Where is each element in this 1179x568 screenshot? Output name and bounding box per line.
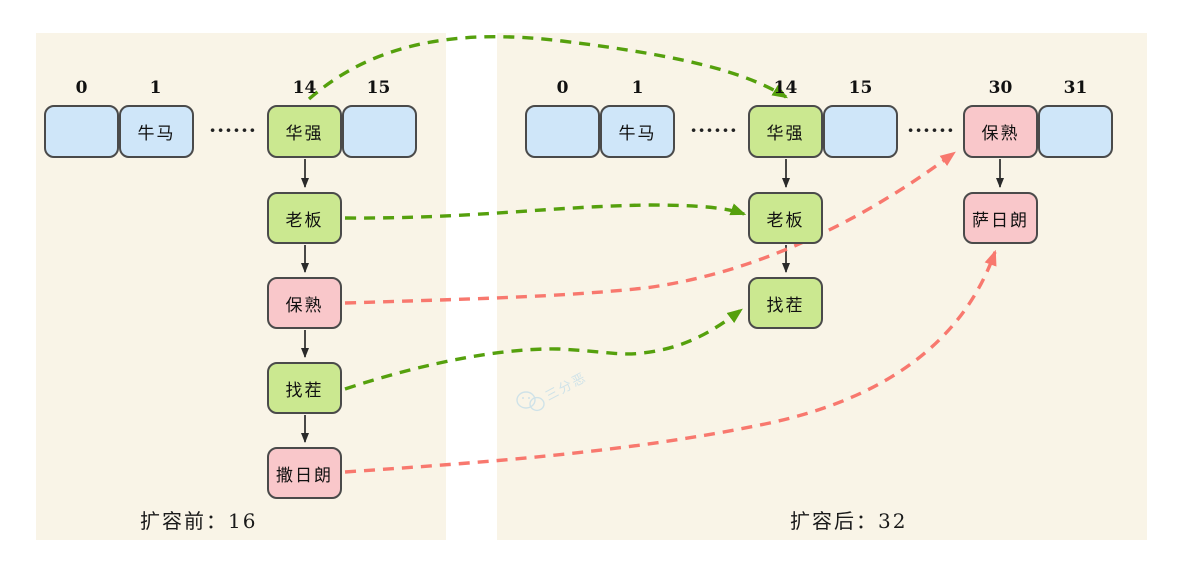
bucket-0 (44, 105, 119, 158)
wechat-logo-icon (516, 391, 545, 412)
index-label: 0 (556, 78, 569, 98)
index-label: 0 (75, 78, 88, 98)
index-label: 1 (149, 78, 162, 98)
ellipsis: ······ (209, 118, 257, 142)
list-node: 保熟 (267, 277, 342, 329)
index-label: 31 (1063, 78, 1088, 98)
bucket-15 (823, 105, 898, 158)
index-label: 1 (631, 78, 644, 98)
bucket-30: 保熟 (963, 105, 1038, 158)
bucket-14: 华强 (267, 105, 342, 158)
list-node: 找茬 (267, 362, 342, 414)
bucket-1: 牛马 (119, 105, 194, 158)
watermark: 三分恶 (515, 368, 625, 428)
watermark-text: 三分恶 (543, 370, 590, 405)
ellipsis: ······ (690, 118, 738, 142)
bucket-15 (342, 105, 417, 158)
list-node: 老板 (267, 192, 342, 244)
index-label: 30 (988, 78, 1013, 98)
bucket-1: 牛马 (600, 105, 675, 158)
ellipsis: ······ (907, 118, 955, 142)
bucket-31 (1038, 105, 1113, 158)
list-node: 萨日朗 (963, 192, 1038, 244)
caption-after: 扩容后：32 (790, 509, 908, 533)
index-label: 14 (292, 78, 317, 98)
list-node: 撒日朗 (267, 447, 342, 499)
index-label: 15 (848, 78, 873, 98)
caption-before: 扩容前：16 (140, 509, 258, 533)
bucket-14: 华强 (748, 105, 823, 158)
index-label: 15 (366, 78, 391, 98)
bucket-0 (525, 105, 600, 158)
list-node: 老板 (748, 192, 823, 244)
list-node: 找茬 (748, 277, 823, 329)
index-label: 14 (773, 78, 798, 98)
